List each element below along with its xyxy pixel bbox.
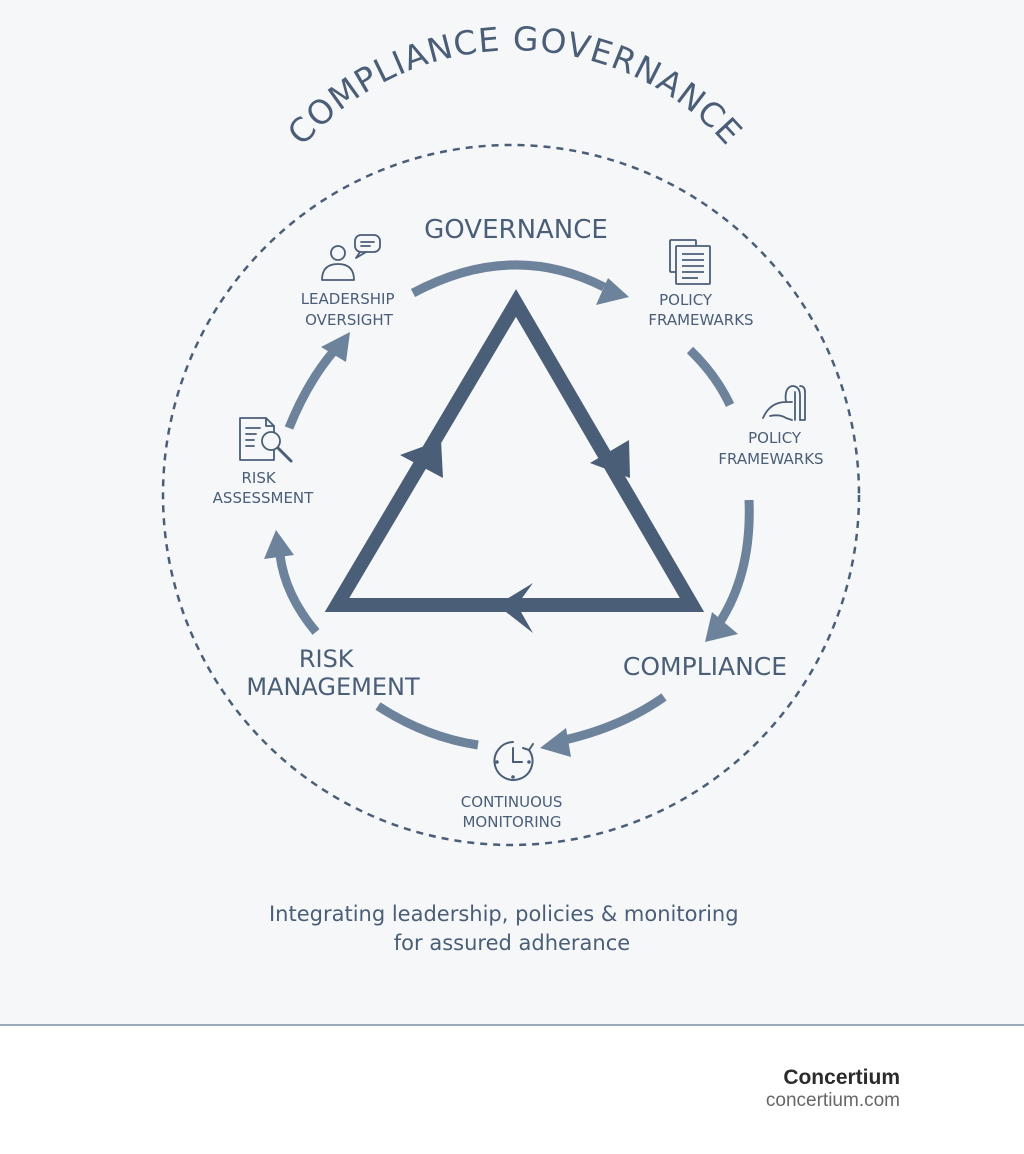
triangle-arrowhead-right	[590, 440, 630, 478]
pillar-compliance-label: COMPLIANCE	[623, 652, 787, 681]
arrowhead-policy-top	[596, 278, 629, 305]
leadership-chat-icon	[321, 234, 381, 281]
pillar-risk-line-1: RISK	[299, 645, 355, 673]
pillar-governance-label: GOVERNANCE	[424, 215, 608, 245]
pillar-risk-line-2: MANAGEMENT	[246, 673, 420, 701]
arrow-riskmgmt-to-assessment	[275, 554, 320, 635]
step-leadership-label: LEADERSHIP OVERSIGHT	[301, 290, 400, 329]
arrow-policy-to-compliance	[716, 499, 754, 625]
brand-url: concertium.com	[765, 1090, 900, 1111]
arrowhead-leadership	[321, 332, 350, 362]
cycle-arrows	[275, 260, 754, 750]
step-leadership-line-2: OVERSIGHT	[305, 311, 394, 329]
step-policy-right-line-1: POLICY	[748, 429, 802, 447]
step-monitoring-line-2: MONITORING	[462, 813, 561, 831]
arrow-leadership-to-policy	[410, 260, 607, 297]
triangle-arrowhead-bottom	[497, 583, 533, 633]
outer-dashed-circle	[161, 143, 861, 847]
arrow-compliance-to-monitoring	[559, 693, 667, 746]
cycle-arrowheads	[264, 278, 738, 757]
step-policy-top-label: POLICY FRAMEWARKS	[648, 291, 753, 329]
arrowhead-compliance	[705, 612, 738, 642]
triangle-arrowheads	[400, 440, 630, 633]
footer: Concertium concertium.com	[0, 1026, 1024, 1154]
step-risk-assessment-line-2: ASSESSMENT	[213, 489, 314, 507]
caption-line-2: for assured adherance	[394, 931, 630, 955]
document-search-icon	[239, 417, 293, 463]
brand-name: Concertium	[783, 1066, 900, 1089]
step-monitoring-label: CONTINUOUS MONITORING	[461, 793, 567, 831]
pillar-risk-management-label: RISK MANAGEMENT	[246, 645, 420, 701]
central-triangle	[324, 289, 705, 612]
step-policy-right-line-2: FRAMEWARKS	[718, 450, 823, 468]
arrowhead-monitoring	[540, 728, 571, 757]
step-risk-assessment-label: RISK ASSESSMENT	[213, 469, 314, 507]
clock-icon	[493, 741, 534, 781]
diagram-title-path: COMPLIANCE GOVERNANCE	[280, 19, 750, 152]
triangle-arrowhead-left	[400, 440, 443, 478]
diagram-caption: Integrating leadership, policies & monit…	[269, 902, 743, 955]
step-risk-assessment-line-1: RISK	[242, 469, 277, 487]
arrow-riskmgmt-to-monitoring	[375, 702, 479, 750]
document-stack-icon	[669, 239, 711, 285]
step-monitoring-line-1: CONTINUOUS	[461, 793, 563, 811]
footer-divider	[0, 1024, 1024, 1026]
step-policy-right-label: POLICY FRAMEWARKS	[718, 429, 823, 468]
step-policy-top-line-1: POLICY	[659, 291, 713, 309]
arrowhead-assessment	[264, 530, 294, 559]
step-policy-top-line-2: FRAMEWARKS	[648, 311, 753, 329]
diagram-title: COMPLIANCE GOVERNANCE	[280, 19, 751, 152]
caption-line-1: Integrating leadership, policies & monit…	[269, 902, 739, 926]
hand-gesture-icon	[762, 385, 806, 421]
step-leadership-line-1: LEADERSHIP	[301, 290, 395, 308]
arrow-policy-to-policy	[686, 346, 735, 407]
arrow-assessment-to-leadership	[284, 349, 337, 430]
